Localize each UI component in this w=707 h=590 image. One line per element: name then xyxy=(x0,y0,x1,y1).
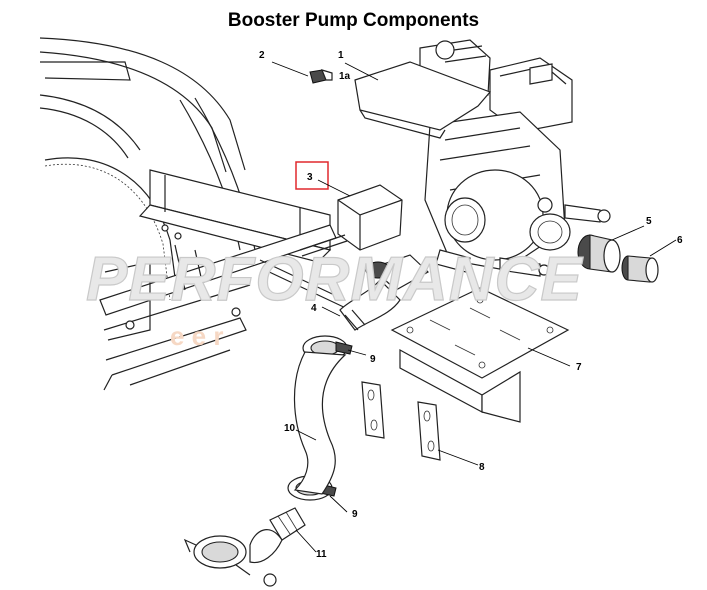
mower-frame xyxy=(39,37,351,391)
callout-10: 10 xyxy=(284,423,296,434)
part-5-coupling xyxy=(577,234,621,273)
part-7-plate xyxy=(390,287,570,423)
callout-4: 4 xyxy=(311,303,317,314)
highlight-box-3 xyxy=(295,161,329,190)
watermark-main: PERFORMANCE xyxy=(86,245,583,314)
part-2-fitting xyxy=(309,69,333,84)
part-6-coupling xyxy=(621,255,659,283)
callout-6: 6 xyxy=(677,235,683,246)
part-8-brackets xyxy=(361,381,441,461)
callout-1: 1 xyxy=(338,50,344,61)
part-3-switch xyxy=(299,184,403,257)
part-4-elbow xyxy=(339,254,430,331)
part-10-hose xyxy=(293,351,347,495)
callout-1a: 1a xyxy=(339,71,351,82)
callout-8: 8 xyxy=(479,462,485,473)
callout-11: 11 xyxy=(316,549,327,560)
callout-9-top: 9 xyxy=(370,354,376,365)
callout-3: 3 xyxy=(307,172,313,183)
callout-9-bottom: 9 xyxy=(352,509,358,520)
watermark-sub: e e r xyxy=(170,321,224,351)
part-11-camlock xyxy=(183,507,306,587)
callout-7: 7 xyxy=(576,362,582,373)
callout-5: 5 xyxy=(646,216,652,227)
callout-leaders xyxy=(271,61,677,553)
diagram-title: Booster Pump Components xyxy=(227,10,480,31)
callout-2: 2 xyxy=(259,50,265,61)
